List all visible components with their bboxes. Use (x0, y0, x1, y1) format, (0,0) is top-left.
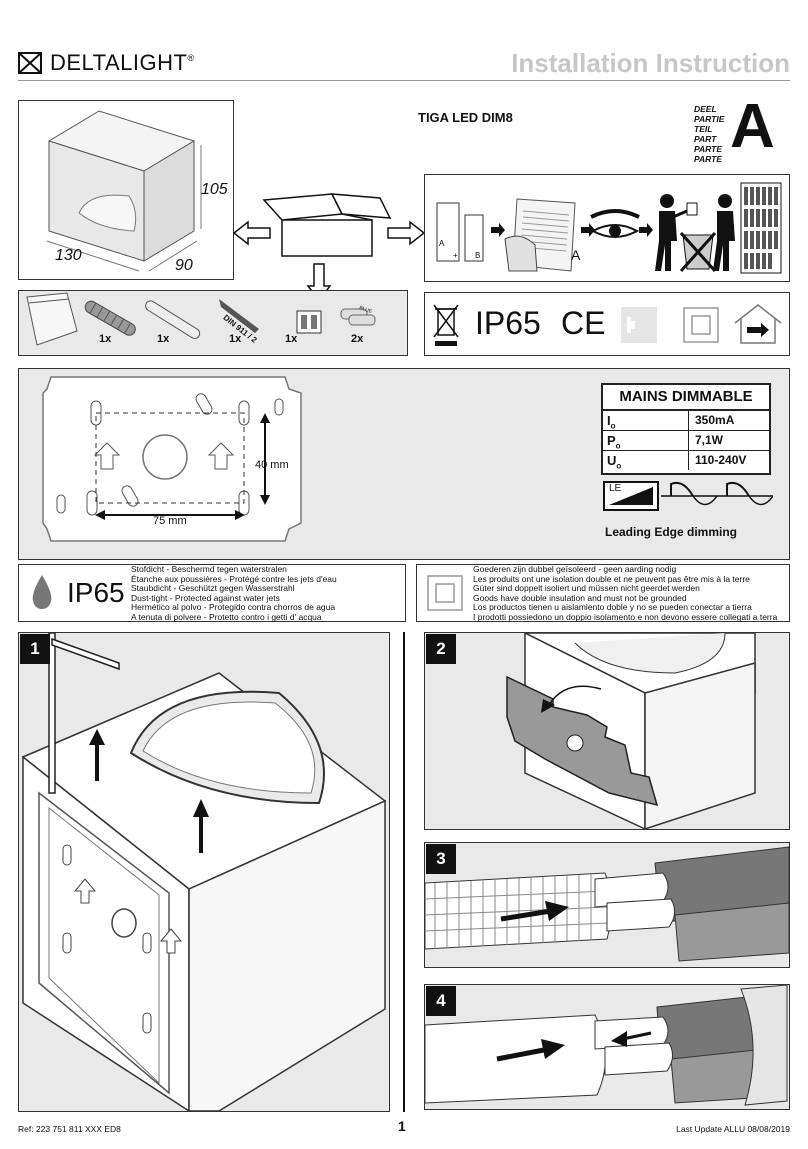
read-instructions-pictograms (436, 182, 782, 274)
indoor-outdoor-house-icon (734, 304, 782, 344)
read-instructions-panel: A + B A (424, 174, 790, 282)
dimension-width: 130 (55, 247, 82, 264)
step-4-panel (424, 984, 790, 1110)
spec-row-power: Po 7,1W (603, 431, 769, 451)
weee-bin-icon (433, 304, 459, 346)
product-cube-drawing (46, 110, 202, 272)
doc-a-label: A (439, 239, 445, 248)
step-1-panel (18, 632, 390, 1112)
water-drop-icon (32, 575, 52, 609)
footer-last-update: Last Update ALLU 08/08/2019 (676, 1124, 790, 1134)
column-divider (403, 632, 405, 1112)
part-words: DEEL PARTIE TEIL PART PARTE PARTE (694, 104, 725, 164)
leading-edge-waveform (661, 481, 773, 506)
content-qty-caps: 2x (351, 333, 364, 345)
step-1-number: 1 (20, 634, 50, 664)
footer-reference: Ref: 223 751 811 XXX ED8 (18, 1124, 121, 1134)
dimension-depth: 90 (175, 257, 193, 274)
content-qty-spring: 1x (157, 333, 170, 345)
le-label: LE (609, 483, 622, 494)
page-number: 1 (398, 1118, 406, 1134)
step-3-panel (424, 842, 790, 968)
double-insulation-icon (683, 307, 719, 343)
package-contents-panel: 1x 1x 1x DIN 911 / 2 1x 2x BLUE (18, 290, 408, 356)
ip65-description: Stofdicht - Beschermd tegen waterstralen… (131, 564, 337, 622)
double-insulation-info-panel: Goederen zijn dubbel geïsoleerd - geen a… (416, 564, 790, 622)
double-insulation-description: Goederen zijn dubbel geïsoleerd - geen a… (473, 564, 778, 622)
content-qty-connector: 1x (285, 333, 298, 345)
open-box-icon (262, 193, 392, 257)
product-dimensions-panel: 105 130 90 (18, 100, 234, 280)
step-4-drawing (425, 985, 788, 1106)
ip65-badge: IP65 (67, 577, 125, 608)
header-divider (18, 80, 790, 81)
arrow-right-icon (387, 220, 426, 246)
step-1-drawing (21, 633, 387, 1111)
spec-row-current: Io 350mA (603, 411, 769, 431)
dim-horizontal-75mm: 75 mm (153, 515, 187, 527)
leading-edge-caption: Leading Edge dimming (605, 525, 738, 539)
mains-dimmable-title: MAINS DIMMABLE (603, 385, 769, 411)
class-iii-icon (621, 307, 657, 343)
ip65-label: IP65 (475, 305, 541, 341)
leading-edge-dimmer-icon (603, 481, 659, 511)
brand-registered: ® (187, 53, 195, 63)
mounting-plate-drawing (42, 376, 302, 542)
doc-plus-label: + (453, 251, 458, 260)
certifications-panel: IP65 CE (424, 292, 790, 356)
sheet-a-label: A (571, 247, 581, 263)
package-contents-drawing (26, 292, 376, 346)
content-qty-bag: 1x (99, 333, 112, 345)
dim-vertical-40mm: 40 mm (255, 459, 289, 471)
deltalight-logo-icon (18, 52, 42, 74)
ce-mark: CE (561, 305, 606, 341)
step-2-drawing (506, 633, 756, 829)
step-3-number: 3 (426, 844, 456, 874)
dimension-height: 105 (201, 181, 228, 198)
brand-name: DELTALIGHT (50, 50, 188, 75)
doc-b-label: B (475, 251, 481, 260)
spec-power-value: 7,1W (695, 433, 724, 447)
product-name: TIGA LED DIM8 (418, 110, 513, 125)
step-3-drawing (425, 846, 789, 962)
page-title: Installation Instruction (511, 48, 790, 78)
spec-row-voltage: Uo 110-240V (603, 451, 769, 471)
spec-current-value: 350mA (695, 413, 735, 427)
mounting-plate-panel: 40 mm 75 mm MAINS DIMMABLE Io 350mA Po 7… (18, 368, 790, 560)
mains-dimmable-table: MAINS DIMMABLE Io 350mA Po 7,1W Uo 110-2… (601, 383, 771, 475)
part-letter: A (730, 92, 775, 161)
spec-voltage-value: 110-240V (695, 453, 747, 467)
ip65-info-panel: IP65 Stofdicht - Beschermd tegen waterst… (18, 564, 406, 622)
content-qty-allen-key: 1x (229, 333, 242, 345)
class-ii-icon (427, 575, 463, 611)
step-2-panel (424, 632, 790, 830)
brand-logo: DELTALIGHT ® (18, 50, 194, 76)
arrow-left-icon (232, 220, 271, 246)
step-4-number: 4 (426, 986, 456, 1016)
step-2-number: 2 (426, 634, 456, 664)
